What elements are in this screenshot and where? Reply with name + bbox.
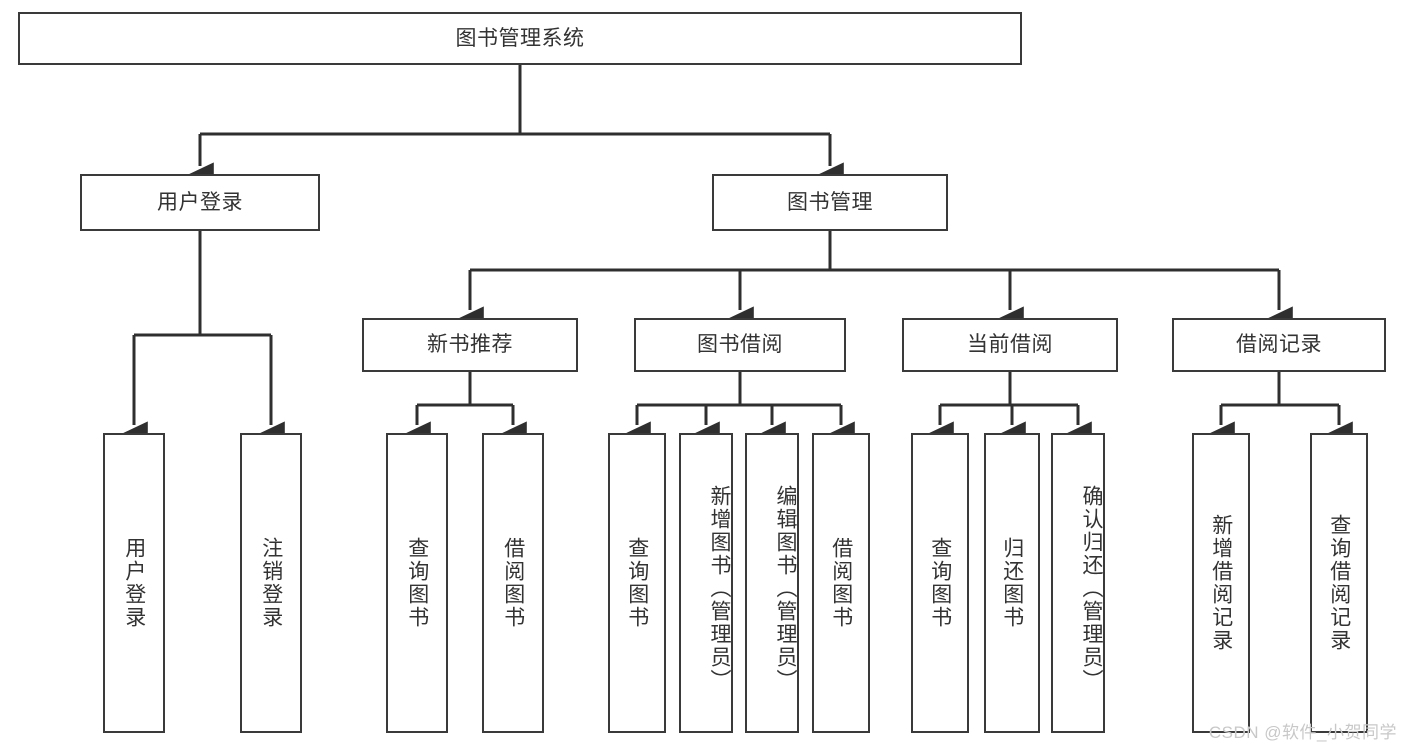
leaf-add-book-admin[interactable]: 新增图书（管理员） <box>679 433 733 733</box>
leaf-query-books-current[interactable]: 查询图书 <box>911 433 969 733</box>
node-book-management[interactable]: 图书管理 <box>712 174 948 231</box>
node-book-borrow[interactable]: 图书借阅 <box>634 318 846 372</box>
leaf-query-books-newbooks[interactable]: 查询图书 <box>386 433 448 733</box>
leaf-borrow-books-newbooks[interactable]: 借阅图书 <box>482 433 544 733</box>
node-borrow-records[interactable]: 借阅记录 <box>1172 318 1386 372</box>
leaf-logout[interactable]: 注销登录 <box>240 433 302 733</box>
leaf-edit-book-admin[interactable]: 编辑图书（管理员） <box>745 433 799 733</box>
leaf-borrow-books[interactable]: 借阅图书 <box>812 433 870 733</box>
leaf-query-borrow-record[interactable]: 查询借阅记录 <box>1310 433 1368 733</box>
node-current-borrow[interactable]: 当前借阅 <box>902 318 1118 372</box>
leaf-return-books[interactable]: 归还图书 <box>984 433 1040 733</box>
csdn-watermark: CSDN @软件_小贺同学 <box>1208 723 1397 742</box>
node-root-system[interactable]: 图书管理系统 <box>18 12 1022 65</box>
node-user-login[interactable]: 用户登录 <box>80 174 320 231</box>
leaf-confirm-return-admin[interactable]: 确认归还（管理员） <box>1051 433 1105 733</box>
leaf-user-login[interactable]: 用户登录 <box>103 433 165 733</box>
leaf-query-books-borrow[interactable]: 查询图书 <box>608 433 666 733</box>
node-new-book-recommend[interactable]: 新书推荐 <box>362 318 578 372</box>
leaf-add-borrow-record[interactable]: 新增借阅记录 <box>1192 433 1250 733</box>
